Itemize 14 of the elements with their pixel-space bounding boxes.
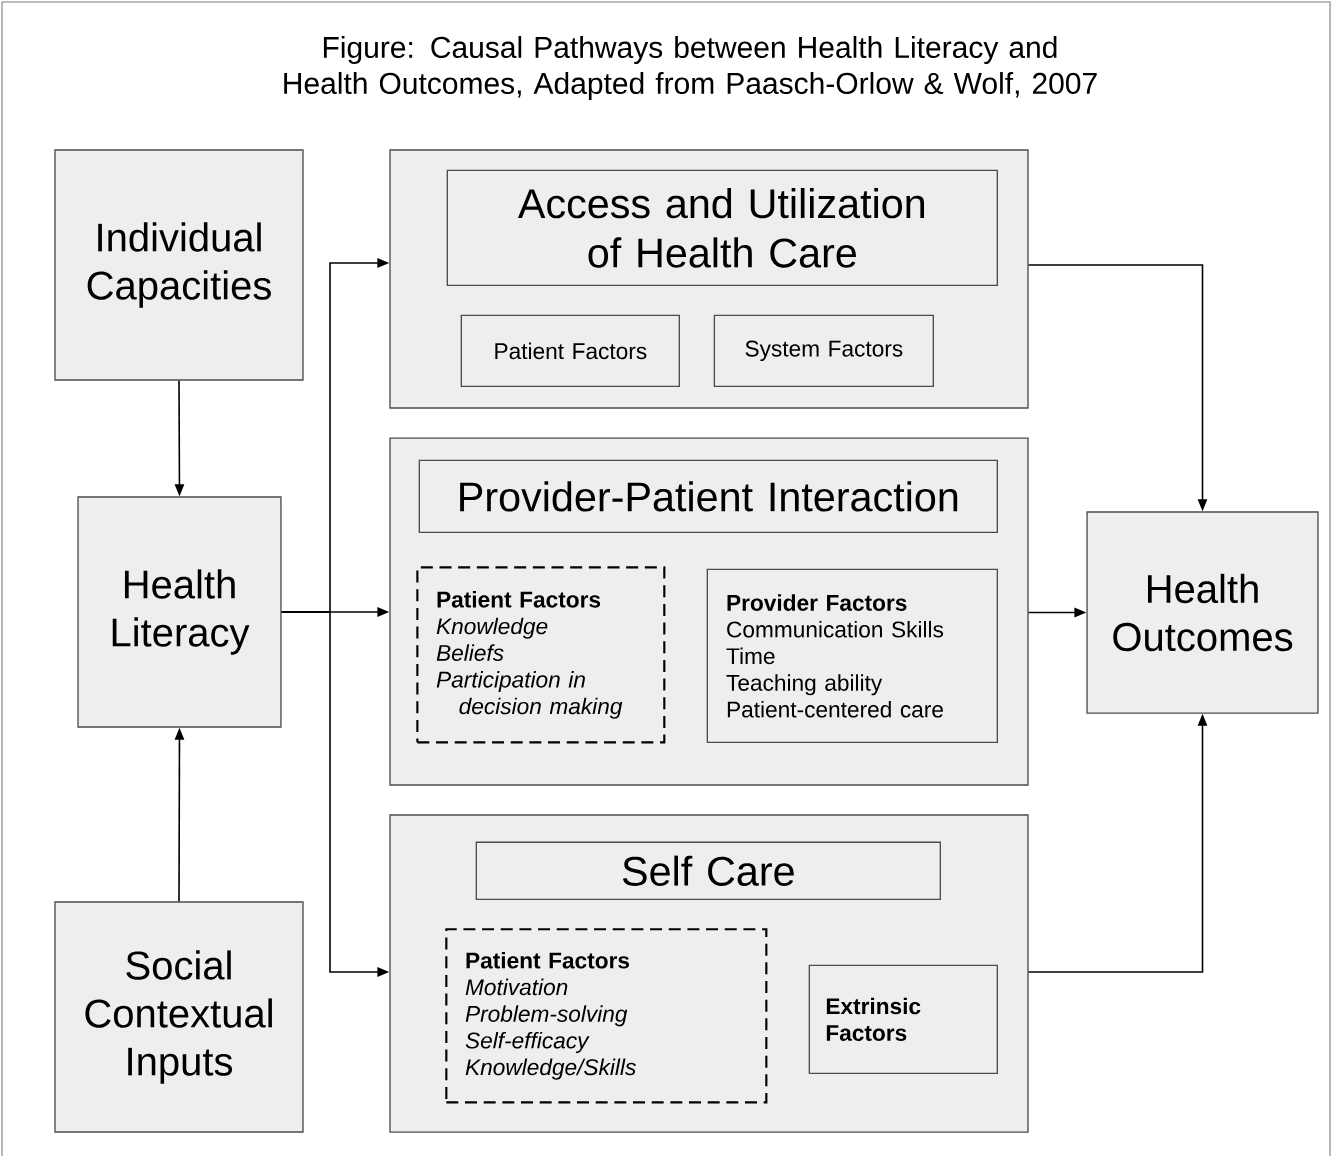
title: Figure: Causal Pathways between Health Literacy and Health Outcomes, Adapted from Paasch-Orlow & Wolf, 2007 bbox=[284, 36, 1097, 100]
heading-box: Access and Utilization of Health Care bbox=[446, 169, 998, 286]
process-box: Health Literacy bbox=[77, 496, 282, 728]
factor-box: Patient Factors bbox=[460, 314, 680, 387]
process-box: Health Outcomes bbox=[1086, 511, 1319, 714]
factor-list-box: Patient Factors Knowledge Beliefs Participation in decision making bbox=[416, 566, 666, 744]
heading-box: Provider-Patient Interaction bbox=[418, 459, 998, 534]
factor-box: System Factors bbox=[713, 314, 934, 387]
process-box: Individual Capacities bbox=[54, 149, 304, 381]
factor-list-box: Patient Factors Motivation Problem-solving Self-efficacy Knowledge/Skills bbox=[445, 928, 768, 1104]
factor-list-box: Provider Factors Communication Skills Time Teaching ability Patient-centered care bbox=[706, 568, 998, 744]
heading-box: Self Care bbox=[475, 841, 941, 900]
factor-box: Extrinsic Factors bbox=[808, 964, 998, 1074]
process-box: Social Contextual Inputs bbox=[54, 901, 304, 1133]
